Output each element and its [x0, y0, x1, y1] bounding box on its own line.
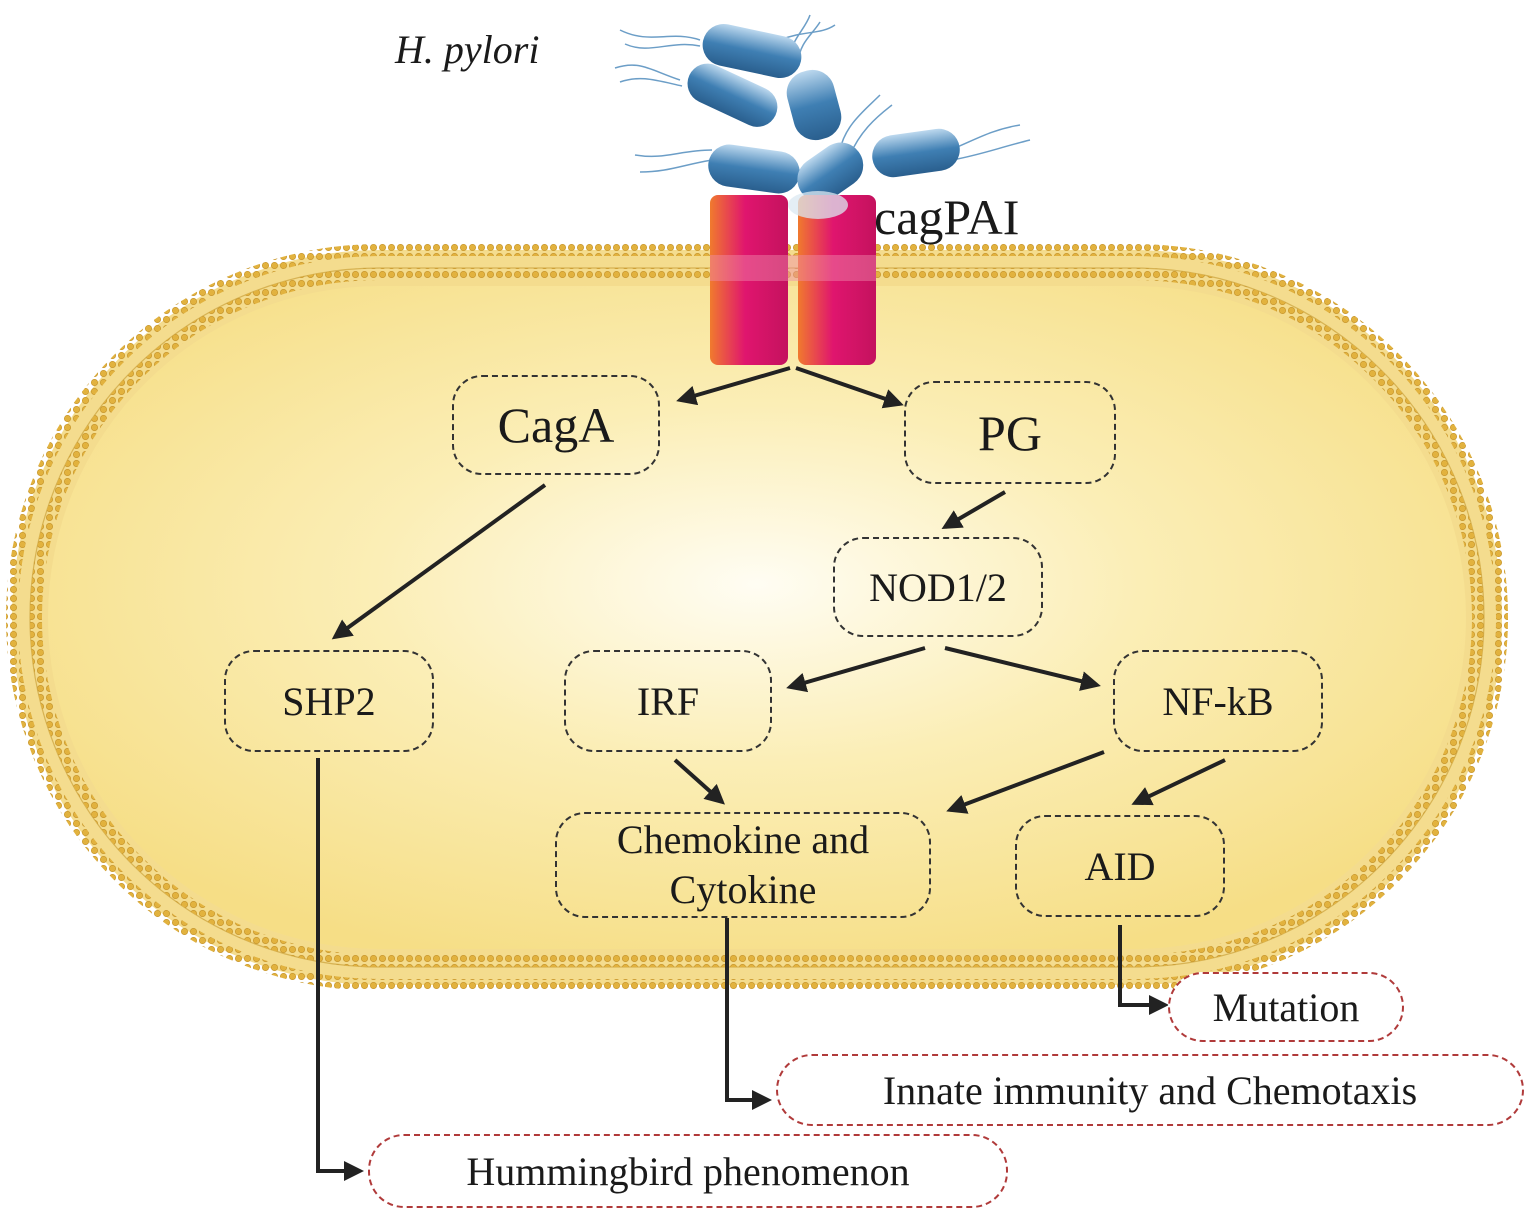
arrow-nod-nfkb — [944, 646, 1101, 691]
arrow-pg-nod — [941, 490, 1007, 530]
arrow-cagpai-caga — [676, 366, 791, 406]
caga-label: CagA — [497, 397, 615, 453]
nfkb-node: NF-kB — [1113, 650, 1323, 752]
pg-node: PG — [904, 381, 1116, 484]
shp2-label: SHP2 — [282, 678, 376, 724]
arrow-aid-mutation — [1118, 925, 1169, 1015]
h-pylori-label: H. pylori — [395, 27, 540, 72]
aid-label: AID — [1084, 843, 1156, 889]
hummingbird-outcome: Hummingbird phenomenon — [368, 1134, 1008, 1208]
arrow-chemokine-innate — [725, 918, 772, 1110]
h-pylori-bacteria — [614, 14, 1031, 203]
arrow-cagpai-pg — [795, 366, 904, 409]
chemokine-label: Chemokine and — [616, 817, 870, 862]
arrow-caga-shp2 — [331, 483, 547, 640]
cagpai-label: cagPAI — [874, 189, 1020, 245]
nod-node: NOD1/2 — [833, 537, 1043, 637]
pg-label: PG — [978, 404, 1042, 461]
chemokine-cytokine-node: Chemokine and Cytokine — [555, 812, 931, 918]
hummingbird-label: Hummingbird phenomenon — [466, 1148, 910, 1194]
nod-label: NOD1/2 — [869, 564, 1007, 610]
arrow-nfkb-chemokine — [946, 750, 1105, 814]
nfkb-label: NF-kB — [1162, 678, 1274, 724]
innate-immunity-label: Innate immunity and Chemotaxis — [882, 1067, 1418, 1113]
mutation-outcome: Mutation — [1168, 972, 1404, 1042]
aid-node: AID — [1015, 815, 1225, 917]
cagpai-channel — [710, 191, 876, 365]
arrow-irf-chemokine — [673, 758, 725, 805]
arrow-nfkb-aid — [1131, 758, 1226, 806]
cytokine-label: Cytokine — [669, 867, 817, 912]
arrow-nod-irf — [786, 646, 926, 693]
innate-immunity-outcome: Innate immunity and Chemotaxis — [776, 1054, 1524, 1126]
caga-node: CagA — [452, 375, 660, 475]
shp2-node: SHP2 — [224, 650, 434, 752]
arrow-shp2-hummingbird — [316, 758, 364, 1181]
irf-label: IRF — [636, 678, 700, 724]
irf-node: IRF — [564, 650, 772, 752]
mutation-label: Mutation — [1212, 984, 1360, 1030]
pathway-arrows — [316, 366, 1226, 1181]
